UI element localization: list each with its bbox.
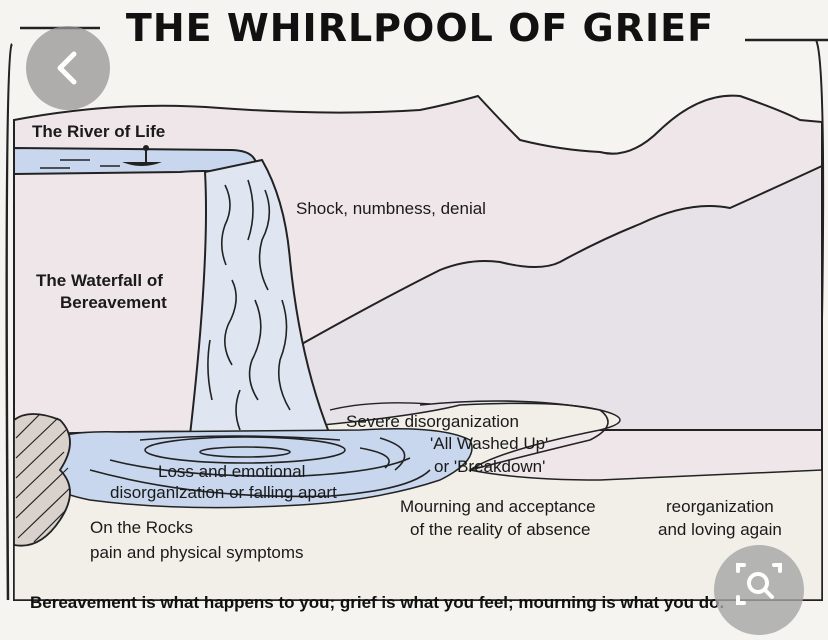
label-loss-line1: Loss and emotional	[158, 462, 306, 481]
label-severe-line3: or 'Breakdown'	[434, 457, 546, 476]
label-waterfall-line2: Bereavement	[60, 293, 167, 312]
waterfall	[188, 158, 332, 436]
chevron-left-icon	[57, 51, 77, 85]
diagram-title: THE WHIRLPOOL OF GRIEF	[100, 2, 740, 54]
label-severe-line2: 'All Washed Up'	[430, 434, 549, 453]
image-search-button[interactable]	[714, 545, 804, 635]
image-search-icon	[736, 563, 782, 605]
outflow-river	[419, 400, 609, 471]
label-loss-line2: disorganization or falling apart	[110, 483, 337, 502]
label-rocks-line2: pain and physical symptoms	[90, 543, 304, 562]
label-rocks-line1: On the Rocks	[90, 518, 193, 537]
label-reorganization-line1: reorganization	[666, 497, 774, 516]
label-river-of-life: The River of Life	[32, 122, 166, 141]
back-button[interactable]	[26, 26, 110, 110]
rocks	[13, 413, 71, 547]
label-mourning-line1: Mourning and acceptance	[400, 497, 596, 516]
label-reorganization-line2: and loving again	[658, 520, 782, 539]
label-shock: Shock, numbness, denial	[296, 199, 486, 218]
label-severe-line1: Severe disorganization	[346, 412, 519, 431]
hills	[299, 164, 823, 431]
label-mourning-line2: of the reality of absence	[410, 520, 591, 539]
diagram-caption: Bereavement is what happens to you; grie…	[30, 593, 725, 612]
boat	[122, 162, 162, 166]
label-waterfall-line1: The Waterfall of	[36, 271, 163, 290]
whirlpool-illustration	[5, 26, 828, 601]
